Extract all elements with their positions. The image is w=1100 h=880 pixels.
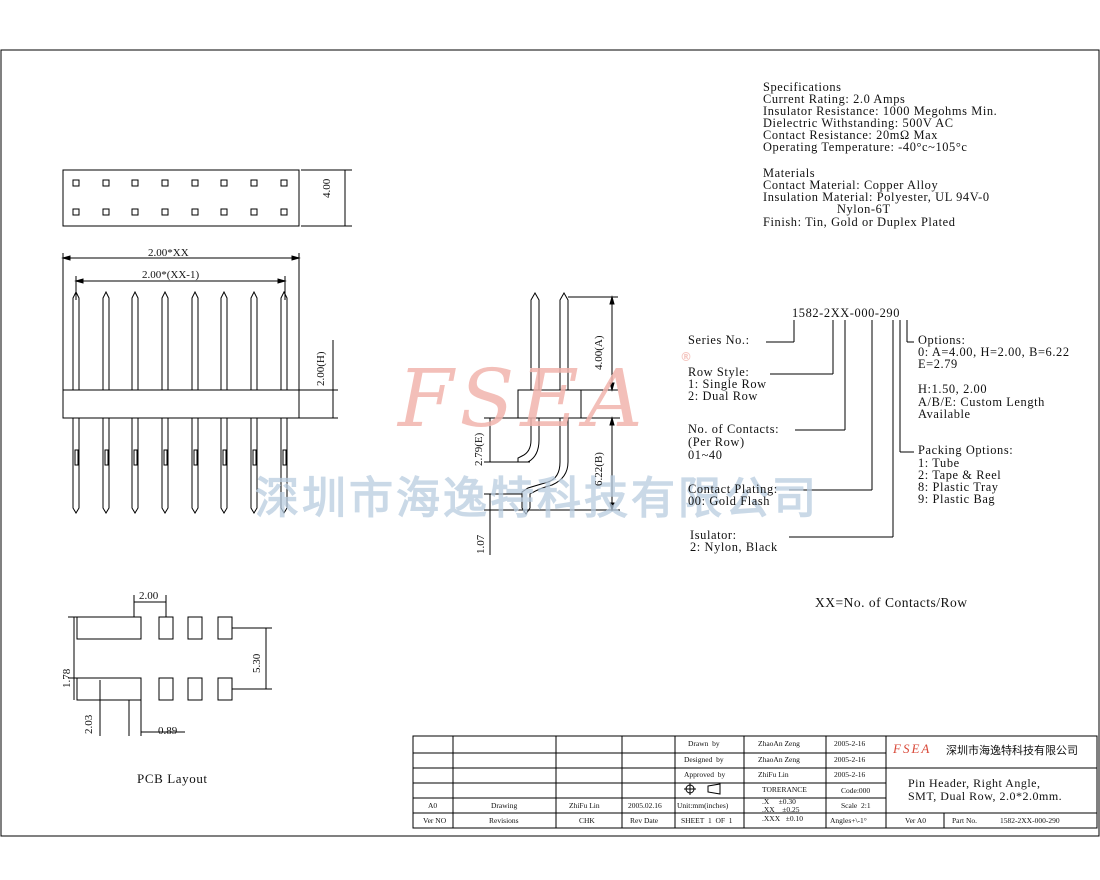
dim-overall-width: 2.00*XX	[148, 247, 189, 259]
dim-pitch-width: 2.00*(XX-1)	[142, 269, 200, 281]
approved-date: 2005-2-16	[834, 770, 866, 779]
options-line: E=2.79	[918, 357, 958, 371]
spec-line: Current Rating: 2.0 Amps	[763, 92, 906, 106]
dim-side-107: 1.07	[475, 534, 487, 554]
header-chk: CHK	[579, 816, 595, 825]
header-ver: Ver NO	[423, 816, 447, 825]
contacts-option: (Per Row)	[688, 435, 745, 449]
dim-side-e: 2.79(E)	[473, 432, 485, 466]
row-style-option: 2: Dual Row	[688, 389, 758, 403]
options-label: Options:	[918, 333, 966, 347]
dim-side-b: 6.22(B)	[593, 452, 605, 486]
packing-label: Packing Options:	[918, 443, 1014, 457]
scale-label: Scale 2:1	[841, 801, 871, 810]
options-line: Available	[918, 407, 971, 421]
sheet-label: SHEET 1 OF 1	[681, 816, 733, 825]
row-style-option: 1: Single Row	[688, 377, 767, 391]
contacts-note: XX=No. of Contacts/Row	[815, 595, 968, 610]
company-name: 深圳市海逸特科技有限公司	[946, 744, 1078, 757]
tolerance-x: .X ±0.30	[762, 797, 796, 806]
options-line: 0: A=4.00, H=2.00, B=6.22	[918, 345, 1070, 359]
specifications-title: Specifications	[763, 80, 842, 94]
series-label: Series No.:	[688, 333, 750, 347]
units-label: Unit:mm(inches)	[677, 801, 729, 810]
packing-option: 8: Plastic Tray	[918, 480, 999, 494]
dim-height-h: 2.00(H)	[315, 351, 327, 386]
rev-desc: Drawing	[491, 801, 518, 810]
plating-option: 00: Gold Flash	[688, 494, 771, 508]
materials-title: Materials	[763, 166, 816, 180]
part-no-label: Part No.	[952, 816, 977, 825]
dim-pcb-089: 0.89	[158, 725, 178, 737]
designed-name: ZhaoAn Zeng	[758, 755, 800, 764]
header-desc: Revisions	[489, 816, 519, 825]
dim-pcb-203: 2.03	[83, 714, 95, 734]
dim-top-height: 4.00	[321, 178, 333, 198]
designed-date: 2005-2-16	[834, 755, 866, 764]
drawn-date: 2005-2-16	[834, 739, 866, 748]
insulator-label: Isulator:	[690, 528, 737, 542]
packing-option: 2: Tape & Reel	[918, 468, 1002, 482]
options-line: H:1.50, 2.00	[918, 382, 988, 396]
registered-mark: ®	[680, 350, 692, 364]
contacts-option: 01~40	[688, 448, 723, 462]
title-line-2: SMT, Dual Row, 2.0*2.0mm.	[908, 789, 1063, 803]
material-line: Contact Material: Copper Alloy	[763, 178, 939, 192]
tolerance-xx: .XX ±0.25	[762, 805, 800, 814]
rev-date: 2005.02.16	[628, 801, 662, 810]
watermark-logo: FSEA	[398, 352, 649, 445]
pcb-layout-label: PCB Layout	[137, 771, 208, 786]
plating-label: Contact Plating:	[688, 482, 778, 496]
part-no-value: 1582-2XX-000-290	[1000, 816, 1060, 825]
designed-label: Designed by	[684, 755, 724, 764]
spec-line: Insulator Resistance: 1000 Megohms Min.	[763, 104, 998, 118]
material-line: Nylon-6T	[763, 202, 891, 216]
dim-pcb-530: 5.30	[251, 653, 263, 673]
dim-pcb-pitch: 2.00	[139, 590, 159, 602]
part-code: 1582-2XX-000-290	[792, 306, 901, 320]
packing-option: 9: Plastic Bag	[918, 492, 996, 506]
title-line-1: Pin Header, Right Angle,	[908, 776, 1041, 790]
dim-side-a: 4.00(A)	[593, 335, 605, 370]
row-style-label: Row Style:	[688, 365, 750, 379]
angles-label: Angles+\-1°	[830, 816, 867, 825]
spec-line: Dielectric Withstanding: 500V AC	[763, 116, 954, 130]
rev-chk: ZhiFu Lin	[569, 801, 600, 810]
spec-line: Operating Temperature: -40°c~105°c	[763, 140, 968, 154]
insulator-option: 2: Nylon, Black	[690, 540, 778, 554]
options-line: A/B/E: Custom Length	[918, 395, 1045, 409]
contacts-label: No. of Contacts:	[688, 422, 780, 436]
tolerance-label: TORERANCE	[762, 785, 807, 794]
drawn-label: Drawn by	[688, 739, 720, 748]
drawn-name: ZhaoAn Zeng	[758, 739, 800, 748]
tolerance-xxx: .XXX ±0.10	[762, 814, 803, 823]
dim-pcb-178: 1.78	[61, 668, 73, 688]
ver-a0: Ver A0	[905, 816, 927, 825]
packing-option: 1: Tube	[918, 456, 960, 470]
header-date: Rev Date	[630, 816, 659, 825]
spec-line: Contact Resistance: 20mΩ Max	[763, 128, 939, 142]
company-logo: FSEA	[893, 741, 932, 756]
material-line: Finish: Tin, Gold or Duplex Plated	[763, 215, 956, 229]
approved-name: ZhiFu Lin	[758, 770, 789, 779]
rev-ver: A0	[428, 801, 438, 810]
watermark-company: 深圳市海逸特科技有限公司	[255, 473, 819, 524]
approved-label: Approved by	[684, 770, 726, 779]
code-label: Code:000	[841, 786, 871, 795]
material-line: Insulation Material: Polyester, UL 94V-0	[763, 190, 990, 204]
